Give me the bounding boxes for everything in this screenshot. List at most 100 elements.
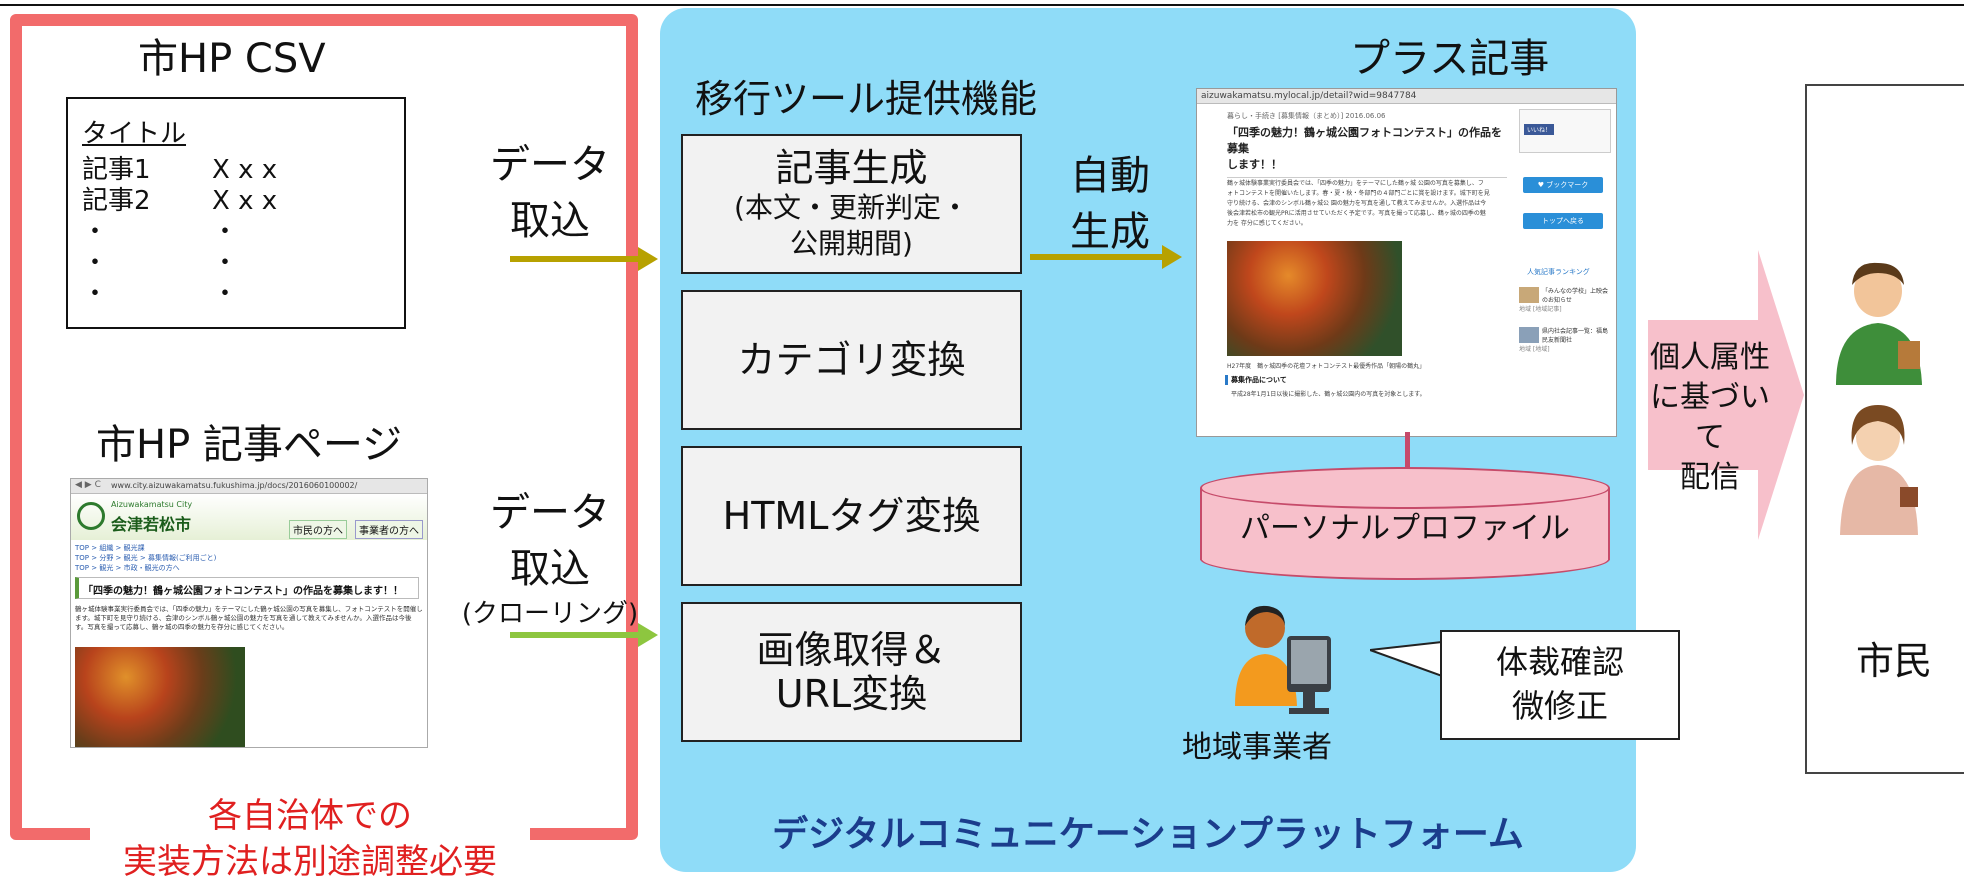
article-body: 鶴ヶ城体験事業実行委員会では、「四季の魅力」をテーマにした鶴ヶ城公園の写真を募集… [75, 605, 425, 632]
csv-cell: ・ [212, 248, 239, 278]
ranking-title: 人気記事ランキング [1527, 268, 1590, 276]
breadcrumb-link[interactable]: TOP > 組織 > 観光課 [75, 544, 145, 552]
tool-html-conversion: HTMLタグ変換 [681, 446, 1022, 586]
breadcrumb-link[interactable]: TOP > 観光 > 市政・観光の方へ [75, 564, 180, 572]
like-button[interactable]: いいね！ [1524, 124, 1555, 135]
nav-citizen-link[interactable]: 市民の方へ [289, 520, 347, 539]
csv-cell: ・ [82, 217, 109, 247]
body-line: 守り続ける、会津のシンボル鶴ヶ城公 園の魅力を写真を通して教えてみませんか。入選… [1227, 200, 1487, 207]
body-line: ォトコンテストを開催いたします。春・夏・秋・冬部門の４部門ごとに賞を設けます。城… [1227, 190, 1490, 197]
tool-image-url-conversion: 画像取得＆ URL変換 [681, 602, 1022, 742]
profile-db-top [1200, 467, 1610, 509]
social-box: いいね！ [1519, 109, 1611, 153]
delivery-arrow [1648, 250, 1804, 540]
profile-connector [1405, 432, 1410, 472]
delivery-label-line: 配信 [1680, 460, 1740, 495]
csv-column-title: 記事1 記事2 ・ ・ ・ [82, 155, 151, 310]
body-line: 鶴ヶ城体験事業実行委員会では、「四季の魅力」をテーマにした鶴ヶ城公園の写真を募集… [75, 605, 423, 613]
autumn-photo [75, 647, 245, 747]
callout-line: 微修正 [1511, 687, 1608, 725]
csv-cell: 記事1 [82, 155, 151, 185]
ranking-meta: 地域 [地域記事] [1519, 306, 1562, 313]
tool-label-line: URL変換 [775, 672, 928, 716]
back-forward-icon: ◀ ▶ C [75, 480, 101, 490]
body-line: 後会津若松市の観光PRに活用させていただく予定です。写真を撮って応募し、鶴ヶ城の… [1227, 210, 1486, 217]
csv-cell: ・ [82, 248, 109, 278]
implementation-note-line1: 各自治体での [208, 796, 412, 836]
format-check-callout: 体裁確認 微修正 [1440, 630, 1680, 740]
ranking-item[interactable]: 「みんなの学校」上映会のお知らせ 地域 [地域記事] [1519, 287, 1611, 314]
csv-cell: ・ [212, 279, 239, 309]
csv-cell: 記事2 [82, 186, 151, 216]
tool-sub-label: 公開期間) [790, 227, 913, 260]
ranking-item[interactable]: 県内社会記事一覧：福島民友新聞社 地域 [地域] [1519, 327, 1611, 354]
platform-title: デジタルコミュニケーションプラットフォーム [772, 814, 1524, 855]
browser-url: aizuwakamatsu.mylocal.jp/detail?wid=9847… [1201, 91, 1417, 101]
plus-article-title: プラス記事 [1350, 36, 1550, 82]
tool-label: HTMLタグ変換 [722, 494, 981, 538]
article-headline: 「四季の魅力！鶴ヶ城公園フォトコンテスト」の作品を募集します！！ [75, 577, 419, 599]
tool-label: 記事生成 (本文・更新判定・ 公開期間) [734, 146, 969, 262]
body-line: す。写真を撮って応募し、鶴ヶ城の四季の魅力を存分に感じてください。 [75, 623, 289, 631]
citizens-label: 市民 [1855, 639, 1932, 683]
csv-header: タイトル [82, 119, 187, 149]
ranking-meta: 地域 [地域] [1519, 346, 1550, 353]
section-bullet: 平成28年1月1日以後に撮影した、鶴ヶ城公園内の写真を対象とします。 [1231, 391, 1426, 398]
import-label-line: データ [490, 490, 610, 536]
delivery-label-line: 個人属性 [1650, 340, 1770, 375]
auto-generation-arrow [1030, 245, 1182, 269]
implementation-note: 各自治体での 実装方法は別途調整必要 [90, 793, 530, 885]
csv-cell: ・ [82, 279, 109, 309]
ranking-text: 県内社会記事一覧：福島民友新聞社 [1542, 328, 1609, 344]
citizens-icon [1836, 262, 1922, 535]
csv-cell: ・ [212, 217, 239, 247]
csv-cell: X x x [212, 186, 278, 216]
plus-autumn-photo [1227, 241, 1402, 356]
csv-column-value: X x x X x x ・ ・ ・ [212, 155, 277, 310]
callout-line: 体裁確認 [1495, 643, 1624, 681]
implementation-note-line2: 実装方法は別途調整必要 [123, 842, 497, 882]
plus-article-screenshot: aizuwakamatsu.mylocal.jp/detail?wid=9847… [1196, 88, 1617, 437]
regional-operator-label: 地域事業者 [1182, 730, 1332, 765]
browser-bar: aizuwakamatsu.mylocal.jp/detail?wid=9847… [1197, 89, 1616, 104]
auto-label-line: 生成 [1070, 209, 1150, 255]
import-label-1: データ 取込 [470, 137, 630, 249]
csv-title: 市HP CSV [138, 36, 326, 82]
tool-label-line: 画像取得＆ [756, 628, 947, 672]
body-line: ます。城下町を見守り続ける、会津のシンボル鶴ヶ城公園の魅力を写真を通して教えてみ… [75, 614, 412, 622]
bookmark-button[interactable]: ♥ ブックマーク [1523, 177, 1603, 193]
back-to-top-button[interactable]: トップへ戻る [1523, 213, 1603, 229]
tool-label: カテゴリ変換 [737, 338, 966, 382]
operator-at-pc-icon [1235, 605, 1331, 714]
photo-caption: H27年度 鶴ヶ城四季の花壇フォトコンテスト最優秀作品「朝陽の鶴丸」 [1227, 363, 1426, 370]
plus-body: 鶴ヶ城体験事業実行委員会では、「四季の魅力」をテーマにした鶴ヶ城 公園の写真を募… [1227, 179, 1509, 229]
nav-business-link[interactable]: 事業者の方へ [355, 520, 423, 539]
city-emblem-icon [77, 502, 105, 530]
auto-label-line: 自動 [1070, 153, 1150, 199]
auto-generation-label: 自動 生成 [1040, 148, 1180, 260]
csv-table [66, 97, 406, 329]
section-heading: 募集作品について [1225, 375, 1287, 385]
city-header: Aizuwakamatsu City 会津若松市 市民の方へ 事業者の方へ [71, 494, 427, 540]
import-label-line: 取込 [510, 198, 590, 244]
tool-label: 画像取得＆ URL変換 [756, 628, 946, 716]
tool-article-generation: 記事生成 (本文・更新判定・ 公開期間) [681, 134, 1022, 274]
article-page-title: 市HP 記事ページ [96, 422, 403, 468]
import-label-2: データ 取込 (クローリング) [460, 485, 640, 631]
breadcrumb-link[interactable]: TOP > 分野 > 観光 > 募集情報(ご利用ごと) [75, 554, 217, 562]
import-label-line: データ [490, 142, 610, 188]
migration-tools-title: 移行ツール提供機能 [695, 77, 1038, 121]
frame-gap [90, 810, 530, 850]
city-name: 会津若松市 [111, 515, 192, 534]
ranking-thumbnail [1519, 327, 1539, 343]
city-name-en: Aizuwakamatsu City [111, 500, 193, 509]
callout-pointer [1370, 640, 1444, 678]
csv-cell: X x x [212, 155, 278, 185]
ranking-text: 「みんなの学校」上映会のお知らせ [1542, 288, 1609, 304]
import-arrow-1 [510, 247, 658, 271]
import-label-line: 取込 [510, 546, 590, 592]
tool-category-conversion: カテゴリ変換 [681, 290, 1022, 430]
delivery-label-line: に基づいて [1650, 380, 1770, 455]
ranking-thumbnail [1519, 287, 1539, 303]
browser-url: www.city.aizuwakamatsu.fukushima.jp/docs… [111, 481, 358, 490]
